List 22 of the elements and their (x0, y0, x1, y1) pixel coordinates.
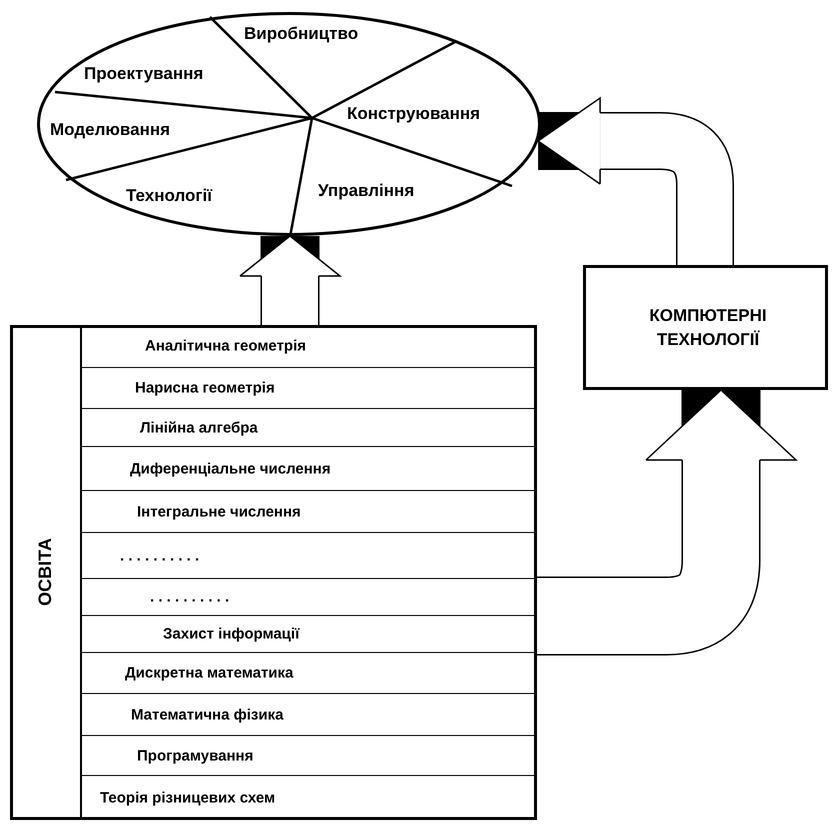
subject-name: Лінійна алгебра (140, 419, 258, 436)
subject-name: Аналітична геометрія (145, 338, 306, 354)
subject-name: Програмування (137, 747, 254, 764)
sector-label: Проектування (84, 64, 204, 84)
subject-table (10, 325, 537, 820)
sector-label: Конструювання (347, 104, 480, 124)
subject-name: Теорія різницевих схем (100, 790, 276, 806)
process-box (583, 265, 828, 390)
vertical-heading: ОСВІТА (35, 538, 56, 606)
subject-name: . . . . . . . . . . (150, 588, 230, 606)
subject-name: Інтегральне числення (137, 503, 301, 520)
subject-name: Математична фізика (131, 706, 284, 723)
sector-label: Технології (126, 186, 212, 206)
subject-name: . . . . . . . . . . (120, 547, 200, 564)
box-title: КОМПЮТЕРНІ ТЕХНОЛОГІЇ (648, 305, 768, 351)
subject-name: Дискретна математика (125, 664, 294, 682)
subject-name: Нарисна геометрія (135, 380, 275, 396)
sector-label: Моделювання (50, 120, 170, 140)
sector-label: Управління (318, 181, 414, 201)
subject-name: Захист інформації (163, 626, 300, 642)
subject-name: Диференціальне числення (130, 460, 331, 477)
sector-label: Виробництво (244, 24, 358, 44)
